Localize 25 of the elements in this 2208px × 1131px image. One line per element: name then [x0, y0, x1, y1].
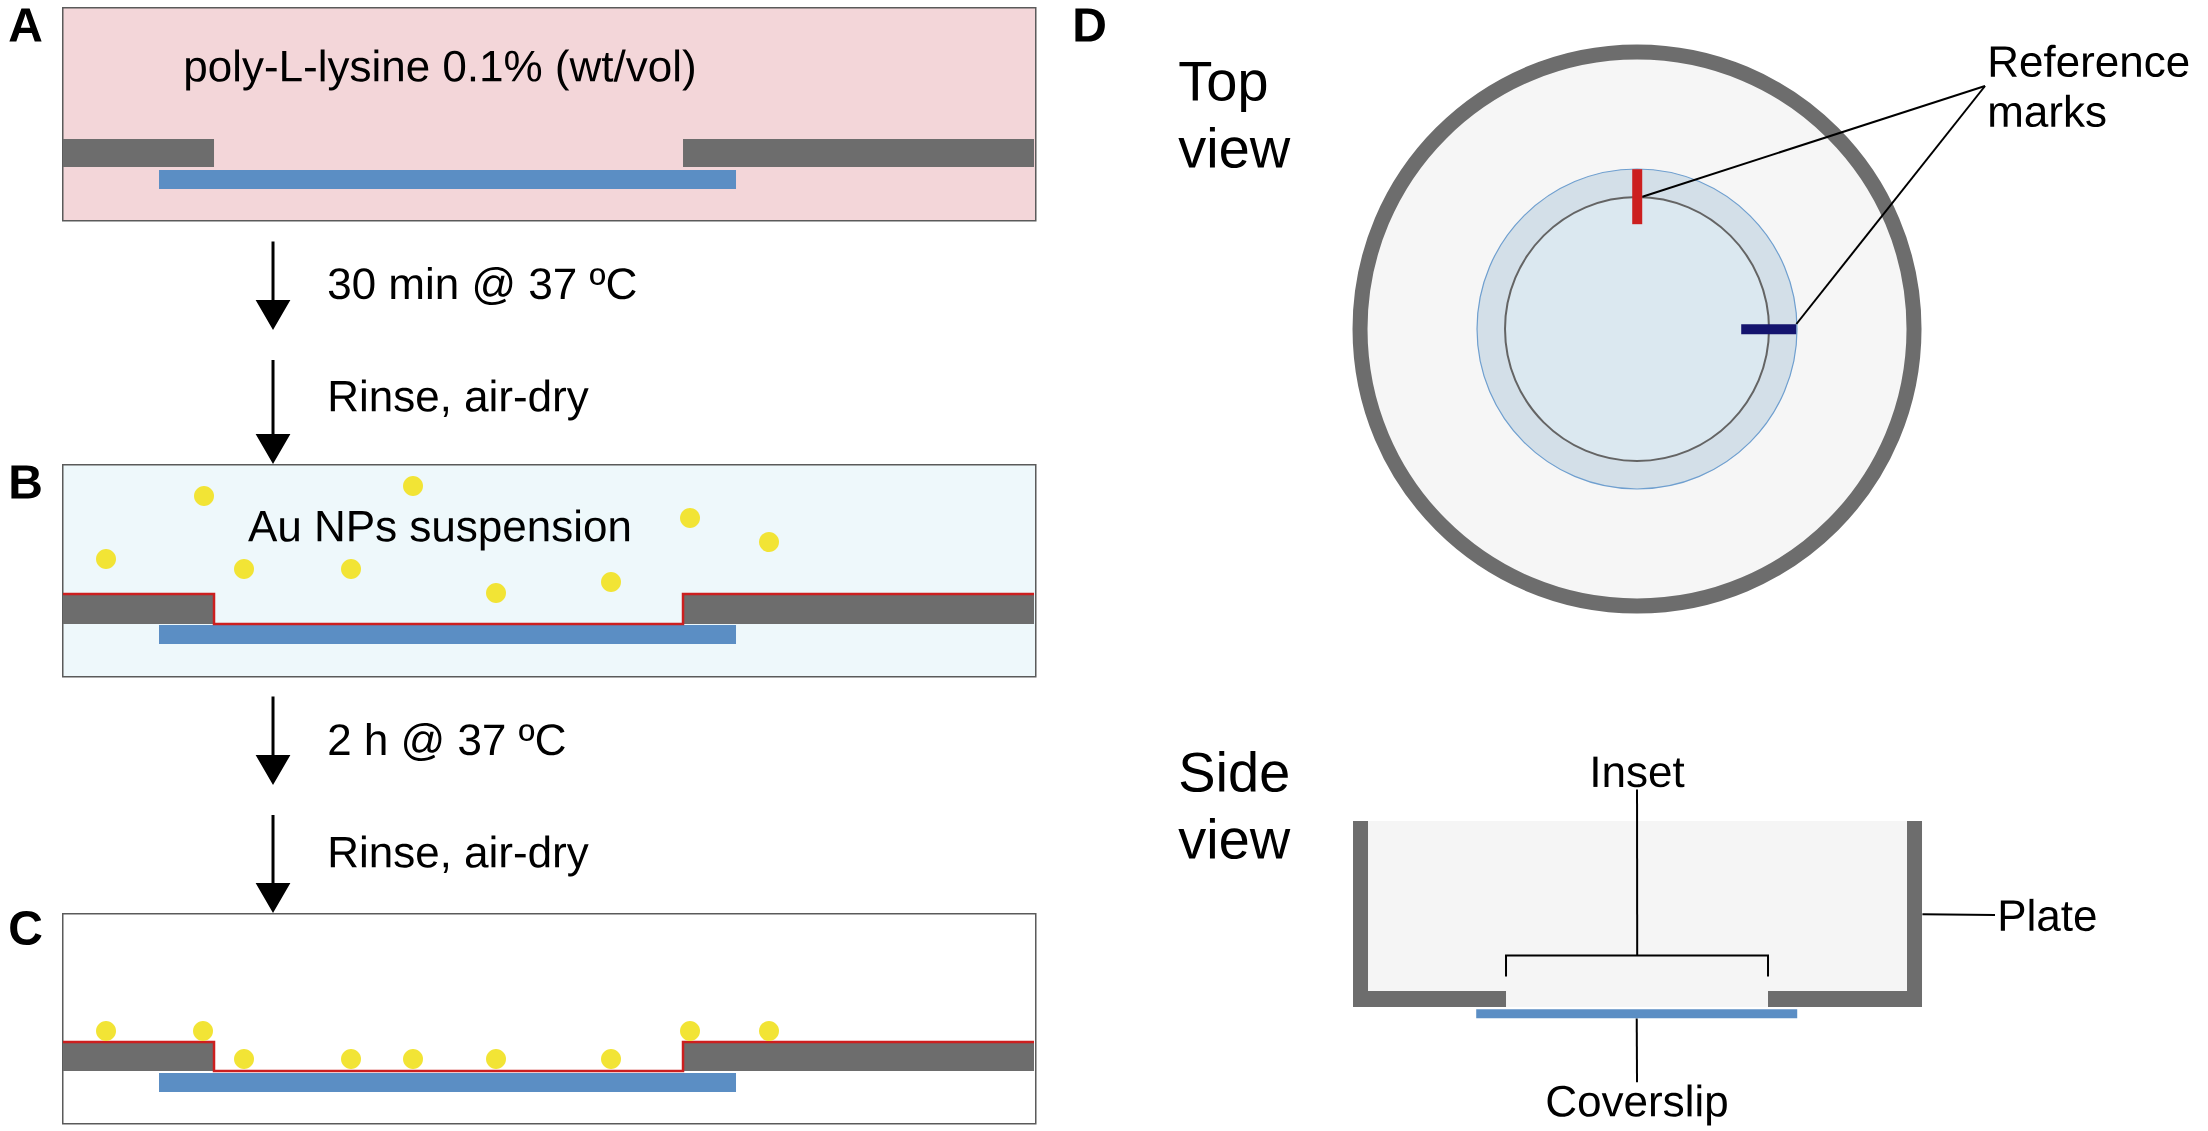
view-title: Top view: [1178, 61, 1291, 169]
step-label: 30 min @ 37 ºC: [325, 265, 640, 307]
leader-line: [1795, 85, 1986, 325]
panel-letter: C: [10, 911, 42, 945]
panel-letter: B: [11, 465, 41, 499]
leader-line: [1635, 1017, 1638, 1084]
step-label: Rinse, air-dry: [325, 377, 591, 423]
solution-label: poly-L-lysine 0.1% (wt/vol): [186, 49, 694, 91]
leader-line: [1921, 913, 1996, 916]
view-title: Side view: [1178, 750, 1291, 860]
reference-mark: [1632, 169, 1643, 225]
step-label: 2 h @ 37 ºC: [325, 721, 569, 763]
bracket: [1505, 954, 1769, 978]
part-label: Coverslip: [1547, 1084, 1727, 1126]
part-label: Inset: [1593, 756, 1685, 788]
part-label: Plate: [2000, 898, 2096, 932]
reference-mark: [1741, 324, 1797, 335]
solution-label: Au NPs suspension: [248, 509, 630, 551]
leader-line: [1636, 788, 1639, 957]
panel-letter: A: [9, 8, 42, 42]
leader-line: [1641, 85, 1986, 198]
plate-drawing: [1353, 821, 1922, 1007]
part-label: Reference marks: [1990, 44, 2189, 128]
step-label: Rinse, air-dry: [325, 833, 591, 879]
coverslip: [1476, 1009, 1798, 1019]
